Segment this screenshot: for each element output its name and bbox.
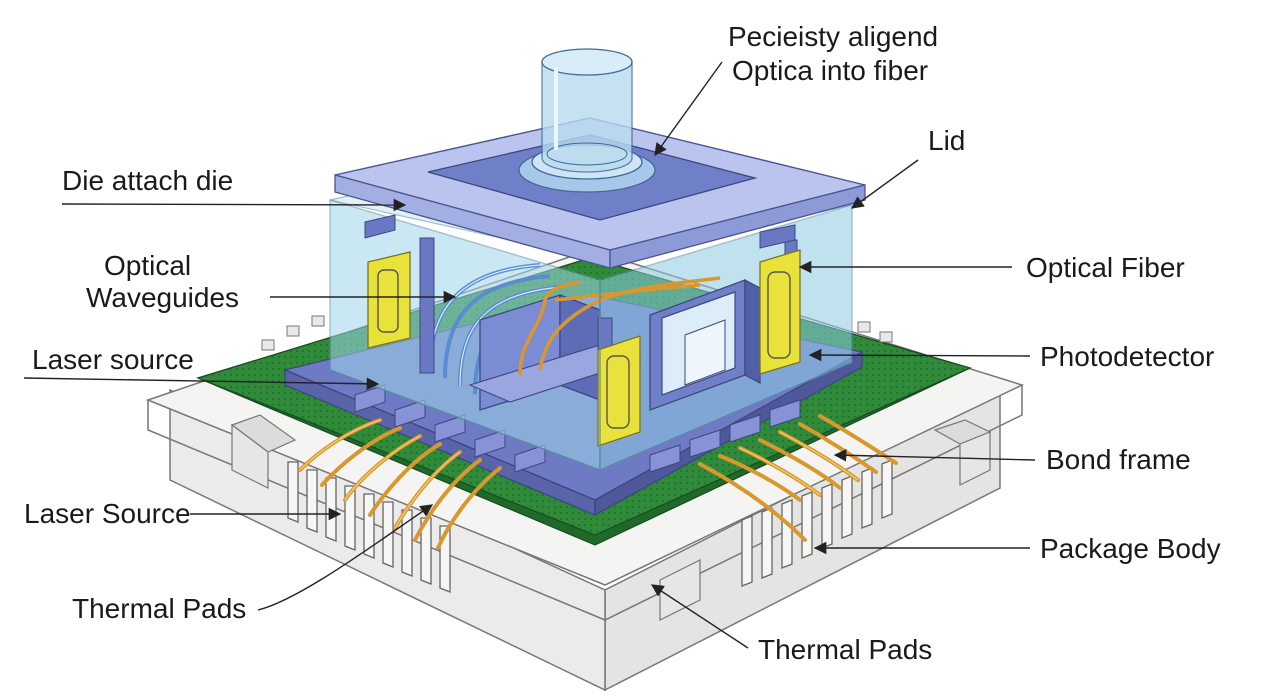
- yellow-components: [367, 249, 801, 447]
- label-laser-source-upper: Laser source: [32, 344, 194, 375]
- optical-fiber-cylinder: [518, 48, 656, 193]
- leader-photodetector: [808, 348, 1031, 362]
- label-die-attach: Die attach die: [62, 165, 233, 196]
- label-optical-waveguides-line1: Optical: [104, 250, 191, 281]
- label-bond-frame: Bond frame: [1046, 444, 1191, 475]
- label-precisely-aligned-line1: Pecieisty aligend: [728, 21, 938, 52]
- leader-lid: [850, 159, 919, 209]
- leader-laser-source-upper: [23, 377, 380, 391]
- yellow-component-right: [759, 249, 801, 375]
- label-photodetector: Photodetector: [1040, 341, 1214, 372]
- leader-thermal-pads-left: [257, 504, 434, 611]
- leader-thermal-pads-bottom: [650, 584, 749, 649]
- label-laser-source-lower: Laser Source: [24, 498, 191, 529]
- leader-precisely-aligned: [654, 61, 723, 157]
- yellow-component-center: [597, 335, 641, 447]
- leader-lines: [23, 61, 1036, 649]
- label-package-body: Package Body: [1040, 533, 1221, 564]
- photodetector-block: [649, 279, 761, 411]
- label-thermal-pads-bottom: Thermal Pads: [758, 634, 932, 665]
- bond-wires-highlight: [299, 419, 859, 529]
- label-optical-waveguides-line2: Waveguides: [86, 282, 239, 313]
- label-optical-fiber: Optical Fiber: [1026, 252, 1185, 283]
- label-precisely-aligned-line2: Optica into fiber: [732, 55, 928, 86]
- label-thermal-pads-left: Thermal Pads: [72, 593, 246, 624]
- leader-die-attach: [61, 198, 407, 212]
- lead-pins-right: [741, 459, 893, 587]
- label-lid: Lid: [928, 125, 965, 156]
- labels: Pecieisty aligend Optica into fiber Lid …: [24, 21, 1221, 665]
- leader-bond-frame: [833, 448, 1036, 462]
- yellow-component-left: [367, 251, 411, 349]
